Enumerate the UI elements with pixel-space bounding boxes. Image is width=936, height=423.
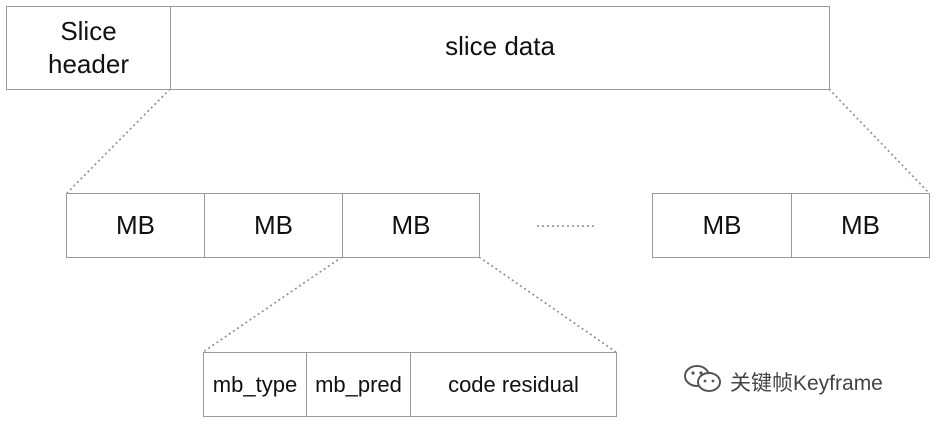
macroblock-label: MB — [841, 210, 880, 240]
connector-right-bottom — [478, 256, 617, 353]
macroblock-2: MB — [204, 193, 343, 258]
macroblock-4: MB — [652, 193, 792, 258]
macroblock-label: MB — [116, 210, 155, 240]
mb-type-label: mb_type — [212, 371, 298, 397]
watermark-text: 关键帧Keyframe — [730, 372, 883, 395]
macroblock-1: MB — [66, 193, 205, 258]
mb-pred-box: mb_pred — [306, 352, 411, 417]
mb-type-box: mb_type — [203, 352, 307, 417]
connector-left-bottom — [202, 256, 343, 353]
macroblock-5: MB — [791, 193, 930, 258]
macroblock-label: MB — [391, 210, 431, 240]
slice-header-line2: header — [48, 49, 129, 79]
connector-left-top — [66, 88, 171, 194]
slice-header-box: Slice header — [6, 6, 171, 90]
macroblock-3: MB — [342, 193, 480, 258]
slice-header-line1: Slice — [60, 16, 117, 46]
slice-data-label: slice data — [445, 30, 555, 61]
code-residual-label: code residual — [448, 371, 579, 397]
macroblock-label: MB — [254, 210, 293, 240]
watermark: 关键帧Keyframe — [682, 362, 883, 402]
connector-right-top — [828, 88, 930, 194]
code-residual-box: code residual — [410, 352, 617, 417]
mb-pred-label: mb_pred — [315, 371, 402, 397]
slice-data-box: slice data — [170, 6, 830, 90]
wechat-icon — [682, 362, 724, 402]
macroblock-label: MB — [702, 210, 742, 240]
